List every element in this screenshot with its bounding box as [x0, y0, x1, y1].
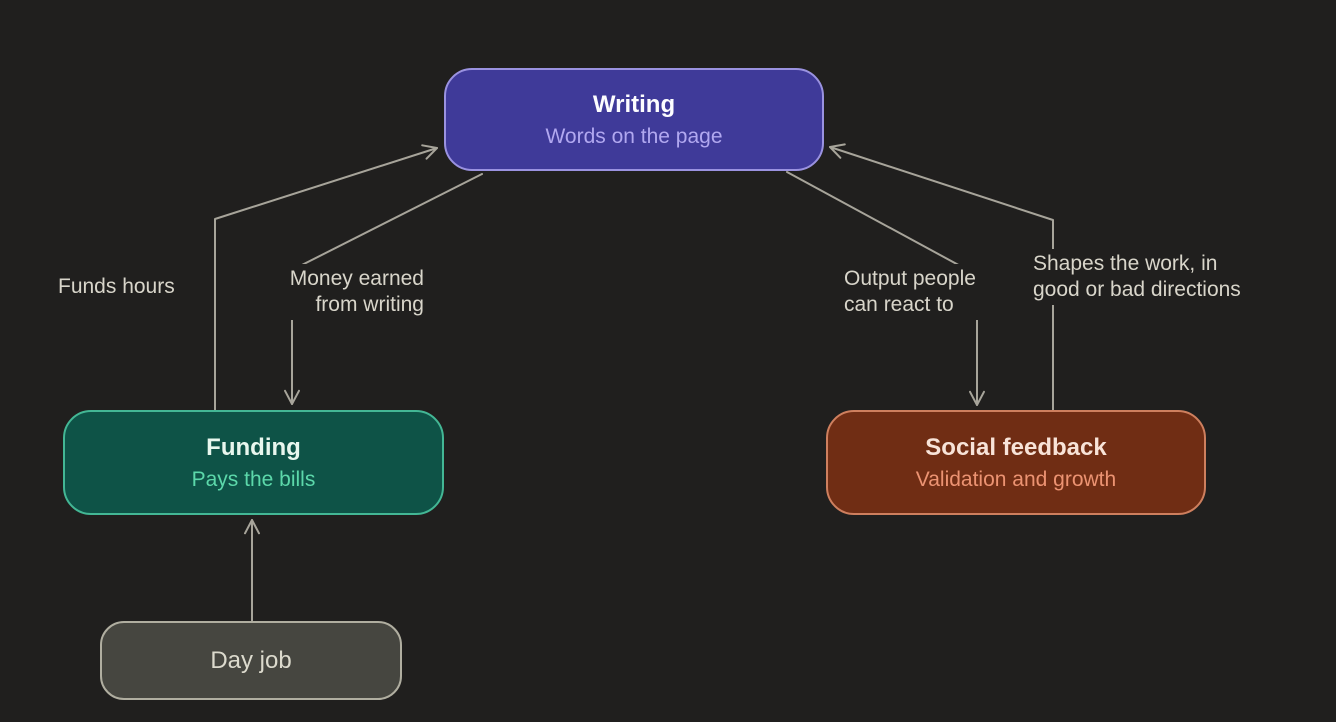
arrow-shapes-work[interactable] — [829, 143, 1054, 411]
edge-label-output-people[interactable]: Output people can react to — [840, 264, 1018, 320]
edge-label-shapes-work[interactable]: Shapes the work, in good or bad directio… — [1029, 249, 1287, 305]
node-writing[interactable]: Writing Words on the page — [444, 68, 824, 171]
arrow-funds-hours[interactable] — [214, 144, 438, 411]
arrowhead-icon — [244, 519, 260, 535]
edge-label-money-earned[interactable]: Money earned from writing — [252, 264, 428, 320]
arrowhead-icon — [829, 143, 846, 159]
node-day-job[interactable]: Day job — [100, 621, 402, 700]
edge-label-funds-hours[interactable]: Funds hours — [54, 272, 179, 302]
node-funding-subtitle: Pays the bills — [191, 467, 316, 491]
arrowhead-icon — [969, 390, 985, 406]
arrowhead-icon — [284, 389, 300, 405]
node-writing-title: Writing — [592, 90, 676, 118]
arrowhead-icon — [421, 144, 438, 160]
node-day-job-title: Day job — [210, 646, 292, 674]
node-social-feedback-title: Social feedback — [925, 433, 1107, 461]
node-social-feedback[interactable]: Social feedback Validation and growth — [826, 410, 1206, 515]
arrow-day-job-to-funding[interactable] — [244, 519, 260, 622]
node-social-feedback-subtitle: Validation and growth — [915, 467, 1117, 491]
node-funding-title: Funding — [206, 433, 301, 461]
node-funding[interactable]: Funding Pays the bills — [63, 410, 444, 515]
node-writing-subtitle: Words on the page — [545, 124, 723, 148]
